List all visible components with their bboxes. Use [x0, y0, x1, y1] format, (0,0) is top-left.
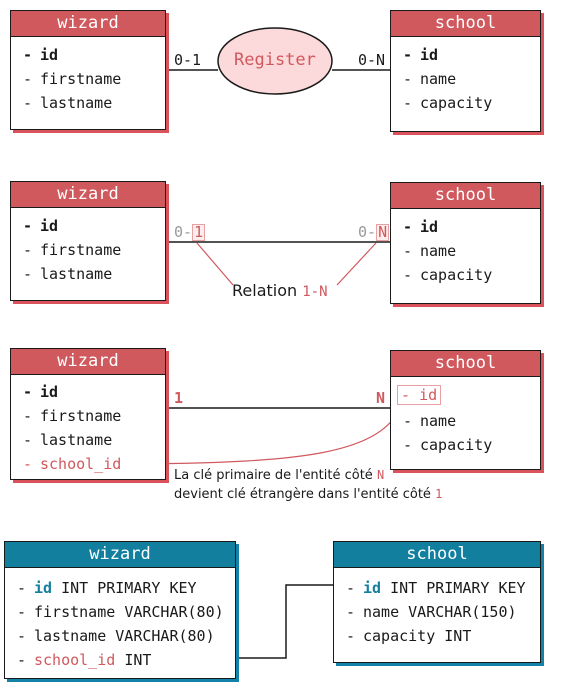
- entity-title: school: [391, 183, 540, 209]
- table-title: school: [334, 542, 540, 568]
- attribute-id: -id: [403, 218, 439, 236]
- entity-wizard: wizard -id -firstname -lastname: [10, 10, 166, 130]
- attribute-lastname: -lastname: [23, 265, 113, 283]
- pointer-line-left: [196, 242, 234, 286]
- attribute-name: -name: [403, 412, 457, 430]
- entity-school: school -id -name -capacity: [390, 10, 541, 132]
- entity-title: school: [391, 11, 540, 37]
- relation-name: Register: [234, 50, 316, 70]
- attribute-id-highlighted: - id: [397, 385, 442, 405]
- relation-annotation: Relation 1-N: [232, 281, 328, 300]
- entity-title: wizard: [11, 11, 165, 37]
- attribute-capacity: -capacity: [403, 436, 493, 454]
- attribute-capacity: -capacity: [403, 94, 493, 112]
- fk-arrow-curve: [141, 404, 403, 465]
- attribute-capacity: -capacity: [403, 266, 493, 284]
- cardinality-right: N: [376, 389, 386, 407]
- cardinality-left: 0-1: [174, 51, 202, 69]
- column-lastname: -lastname VARCHAR(80): [17, 627, 215, 645]
- column-capacity: -capacity INT: [346, 627, 472, 645]
- column-name: -name VARCHAR(150): [346, 603, 517, 621]
- cardinality-right: 0-N: [358, 223, 390, 241]
- table-school: school -id INT PRIMARY KEY -name VARCHAR…: [333, 541, 541, 663]
- table-title: wizard: [5, 542, 235, 568]
- entity-title: wizard: [11, 182, 165, 208]
- fk-explanation: La clé primaire de l'entité côté N devie…: [174, 468, 443, 502]
- entity-wizard: wizard -id -firstname -lastname -school_…: [10, 348, 166, 480]
- attribute-id: -id: [23, 217, 59, 235]
- cardinality-highlight: 1: [192, 223, 206, 241]
- attribute-firstname: -firstname: [23, 407, 122, 425]
- attribute-school-id: -school_id: [23, 455, 122, 473]
- entity-school: school -id -name -capacity: [390, 182, 541, 304]
- relation-ellipse: [217, 27, 333, 95]
- pointer-line-right: [336, 242, 377, 286]
- cardinality-left: 0-1: [174, 223, 206, 241]
- entity-title: wizard: [11, 349, 165, 375]
- column-id: -id INT PRIMARY KEY: [17, 579, 197, 597]
- table-wizard: wizard -id INT PRIMARY KEY -firstname VA…: [4, 541, 236, 679]
- attribute-lastname: -lastname: [23, 94, 113, 112]
- column-firstname: -firstname VARCHAR(80): [17, 603, 224, 621]
- attribute-firstname: -firstname: [23, 70, 122, 88]
- attribute-id: -id: [23, 383, 59, 401]
- column-id: -id INT PRIMARY KEY: [346, 579, 526, 597]
- attribute-name: -name: [403, 70, 457, 88]
- attribute-firstname: -firstname: [23, 241, 122, 259]
- entity-title: school: [391, 351, 540, 377]
- entity-wizard: wizard -id -firstname -lastname: [10, 181, 166, 301]
- cardinality-highlight: N: [376, 223, 390, 241]
- attribute-id: -id: [23, 46, 59, 64]
- entity-school: school - id -name -capacity: [390, 350, 541, 470]
- fk-link-line: [236, 584, 333, 659]
- cardinality-right: 0-N: [358, 51, 386, 69]
- attribute-lastname: -lastname: [23, 431, 113, 449]
- cardinality-left: 1: [174, 389, 184, 407]
- attribute-name: -name: [403, 242, 457, 260]
- column-school-id: -school_id INT: [17, 651, 152, 669]
- attribute-id: -id: [403, 46, 439, 64]
